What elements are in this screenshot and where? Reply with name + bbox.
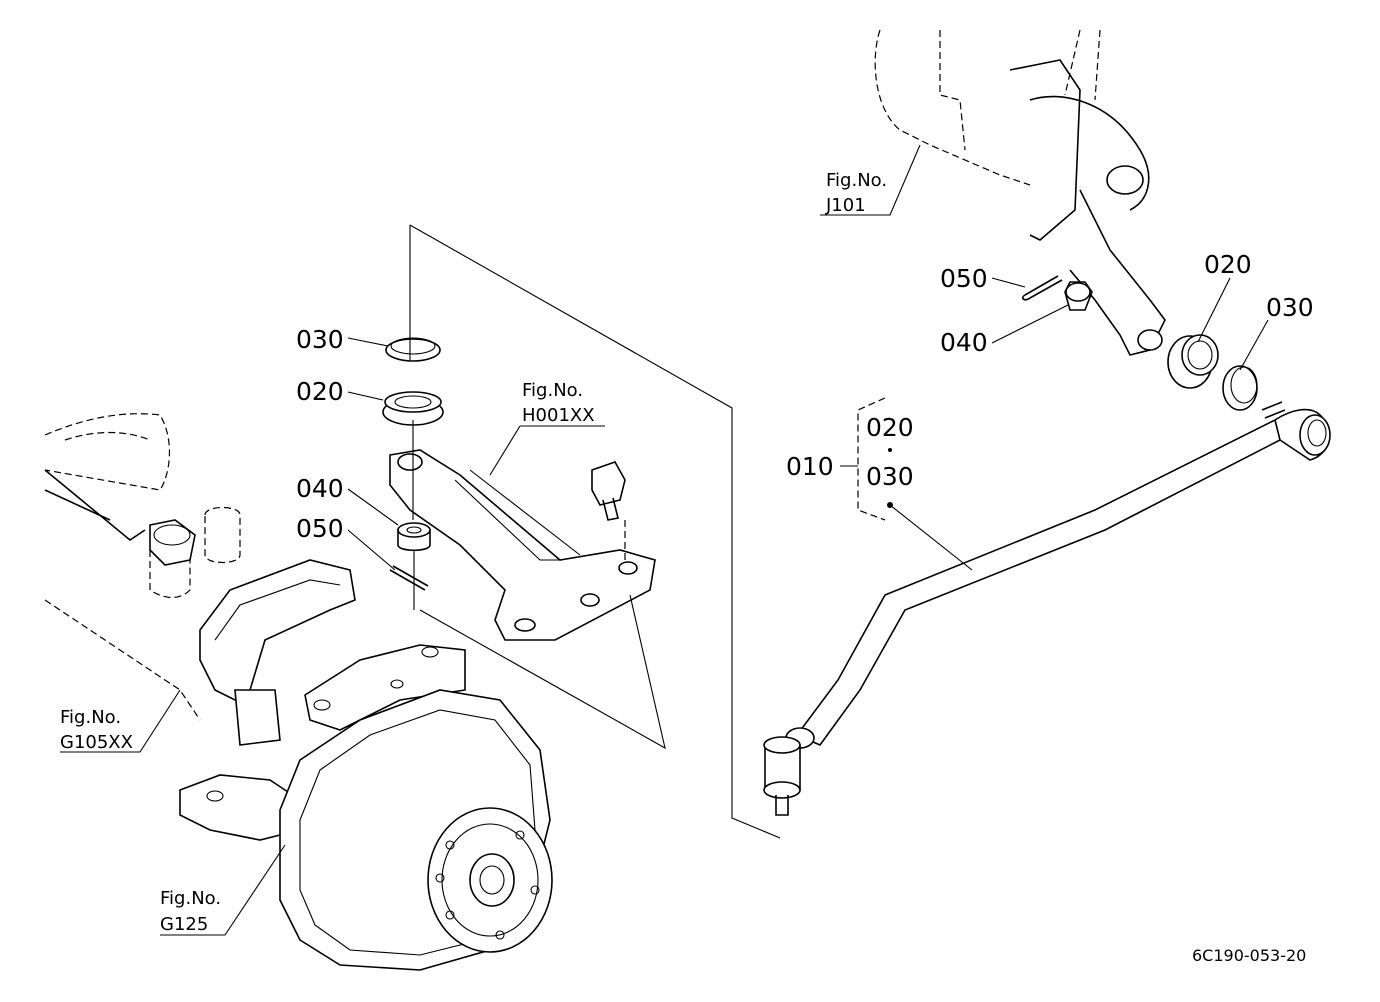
fig-ref-g105xx-line2: G105XX <box>60 732 133 753</box>
seal-020-left <box>382 391 444 426</box>
label-020-right: 020 <box>1204 250 1252 279</box>
fig-ref-j101-line1: Fig.No. <box>826 170 887 191</box>
fig-ref-g125-line2: G125 <box>160 914 208 935</box>
label-040-left: 040 <box>296 474 344 503</box>
label-050-right: 050 <box>940 264 988 293</box>
ring-030-left <box>385 337 441 362</box>
fig-ref-j101-line2: J101 <box>825 195 866 216</box>
guide-line-vertical <box>409 225 415 610</box>
seal-020-right <box>1167 334 1219 389</box>
label-030-assembly: 030 <box>866 462 914 491</box>
label-020-assembly: 020 <box>866 413 914 442</box>
bolt-h001xx <box>591 461 626 560</box>
fig-ref-g105xx-line1: Fig.No. <box>60 707 121 728</box>
guide-line-box <box>409 224 781 839</box>
tie-rod-010 <box>763 401 1331 816</box>
nut-040-left <box>397 522 431 552</box>
label-010-assembly: 010 <box>786 452 834 481</box>
leader-lines <box>60 144 1269 936</box>
label-020-left: 020 <box>296 377 344 406</box>
fig-ref-g125-line1: Fig.No. <box>160 888 221 909</box>
fig-ref-h001xx-line1: Fig.No. <box>522 380 583 401</box>
knuckle-hub-g125 <box>179 559 553 971</box>
guide-line-lower <box>419 594 666 750</box>
fig-ref-h001xx-line2: H001XX <box>522 405 595 426</box>
steering-arm-h001xx <box>389 449 656 641</box>
cotter-pin-050-left <box>389 565 429 591</box>
steering-arm-upper-right <box>874 29 1166 356</box>
label-040-right: 040 <box>940 328 988 357</box>
nut-040-right <box>1064 281 1093 311</box>
label-030-left: 030 <box>296 325 344 354</box>
cotter-pin-050-right <box>1022 275 1063 301</box>
label-050-left: 050 <box>296 514 344 543</box>
drawing-code: 6C190-053-20 <box>1192 946 1306 965</box>
label-030-right: 030 <box>1266 293 1314 322</box>
front-axle-g105xx <box>44 413 241 721</box>
ring-030-right <box>1222 365 1258 411</box>
